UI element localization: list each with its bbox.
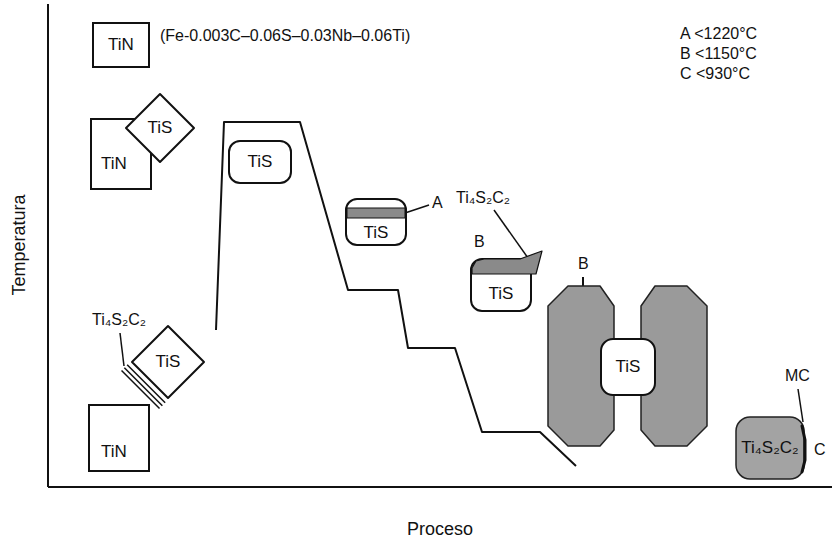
- phase-label: MC: [785, 366, 810, 385]
- mc-precipitate: [802, 426, 805, 472]
- phase-label-holder: Ti₄S₂C₂: [92, 310, 146, 329]
- temperature-note-holder: C <930°C: [680, 64, 750, 83]
- stage-letter-holder: B: [474, 232, 485, 251]
- temperature-note: B <1150°C: [680, 44, 757, 63]
- particle-outline: [89, 405, 149, 471]
- tin-particle: TiN: [88, 404, 150, 472]
- leader-line: [120, 333, 124, 366]
- particle-outline: [132, 326, 204, 398]
- thermal-path: [216, 122, 576, 466]
- temperature-note: C <930°C: [680, 64, 750, 83]
- leader-line: [494, 210, 528, 258]
- temperature-note-holder: B <1150°C: [680, 44, 757, 63]
- particle-name: TiS: [156, 352, 181, 372]
- phase-label: Ti₄S₂C₂: [92, 310, 146, 329]
- particle-name: TiS: [248, 152, 273, 172]
- tis-particle: TiS: [600, 338, 656, 396]
- particle-outline: [346, 199, 406, 245]
- stage-letter-holder: A: [432, 193, 443, 212]
- leader-line: [405, 205, 429, 213]
- particle-outline: [736, 417, 804, 479]
- particle-name: TiN: [101, 154, 127, 174]
- carbosulfide-particle: Ti₄S₂C₂: [735, 416, 805, 480]
- legend-box: TiN: [92, 22, 150, 68]
- particle-name: TiN: [108, 35, 134, 55]
- stage-letter: C: [814, 440, 826, 459]
- particle-name: TiS: [616, 357, 641, 377]
- tis-particle: TiS: [124, 92, 196, 164]
- tis-particle: TiS: [228, 140, 292, 184]
- stage-letter: B: [474, 232, 485, 251]
- stage-letter: B: [578, 254, 589, 273]
- particle-outline: [229, 141, 291, 183]
- phase-label: Ti₄S₂C₂: [456, 188, 510, 207]
- particle-name: TiS: [148, 118, 173, 138]
- phase-label-holder: MC: [785, 366, 810, 385]
- leader-line: [798, 389, 803, 422]
- particle-shape: [88, 404, 150, 472]
- particle-name: TiS: [489, 284, 514, 304]
- tis-particle: TiS: [345, 198, 407, 246]
- stage-letter: A: [432, 193, 443, 212]
- axis-title: Temperatura: [9, 194, 31, 295]
- stage-letter-holder: B: [578, 254, 589, 273]
- particle-name: Ti₄S₂C₂: [741, 438, 798, 458]
- temperature-axis: [47, 4, 49, 487]
- process-axis: [48, 486, 832, 488]
- particle-outline: [93, 23, 149, 67]
- composition-note-holder: (Fe-0.003C–0.06S–0.03Nb–0.06Ti): [160, 26, 410, 45]
- particle-outline: [601, 339, 655, 395]
- carbosulfide-cap: [472, 251, 542, 274]
- particle-outline: [126, 94, 194, 162]
- phase-label-holder: Ti₄S₂C₂: [456, 188, 510, 207]
- axis-title-holder: Temperatura: [9, 194, 31, 295]
- particle-name: TiS: [364, 223, 389, 243]
- tis-particle: TiS: [130, 324, 206, 400]
- stage-letter-holder: C: [814, 440, 826, 459]
- axis-title-holder: Proceso: [407, 519, 473, 541]
- particle-name: TiN: [101, 442, 127, 462]
- axis-title: Proceso: [407, 519, 473, 541]
- carbosulfide-band: [347, 208, 405, 218]
- tis-particle: TiS: [470, 258, 532, 312]
- temperature-note-holder: A <1220°C: [680, 24, 757, 43]
- composition-note: (Fe-0.003C–0.06S–0.03Nb–0.06Ti): [160, 26, 410, 45]
- temperature-note: A <1220°C: [680, 24, 757, 43]
